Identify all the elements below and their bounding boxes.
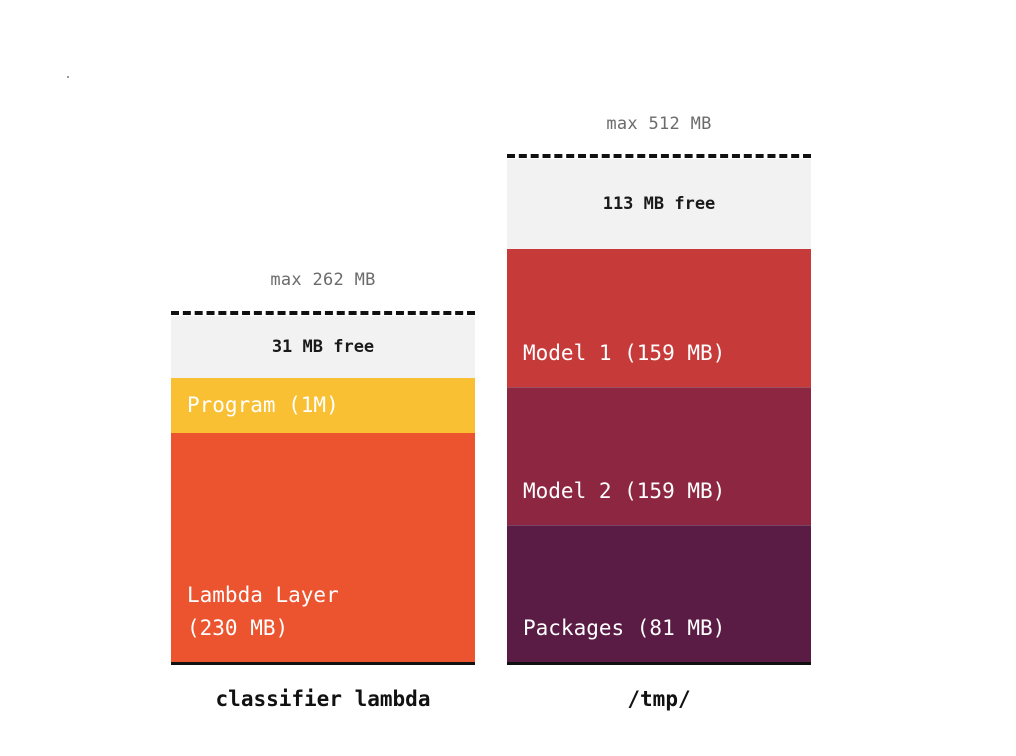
right-free-space-block: 113 MB free xyxy=(507,159,811,249)
left-capacity-line xyxy=(171,311,475,315)
program-segment-label: Program (1M) xyxy=(187,393,339,417)
left-free-space-block: 31 MB free xyxy=(171,316,475,378)
model-1-segment: Model 1 (159 MB) xyxy=(507,249,811,387)
lambda-layer-segment-label: Lambda Layer (230 MB) xyxy=(187,583,339,640)
right-caption: /tmp/ xyxy=(627,687,691,711)
right-max-label: max 512 MB xyxy=(606,114,712,134)
packages-segment-label: Packages (81 MB) xyxy=(523,616,726,640)
model-2-segment-label: Model 2 (159 MB) xyxy=(523,479,726,503)
classifier-lambda-column: max 262 MB 31 MB free Program (1M) Lambd… xyxy=(171,0,475,756)
program-segment: Program (1M) xyxy=(171,378,475,433)
left-caption: classifier lambda xyxy=(215,687,431,711)
tmp-column: max 512 MB 113 MB free Model 1 (159 MB) … xyxy=(507,0,811,756)
left-max-label: max 262 MB xyxy=(270,270,376,290)
lambda-layer-segment: Lambda Layer (230 MB) xyxy=(171,433,475,662)
right-free-label: 113 MB free xyxy=(602,194,716,214)
left-free-label: 31 MB free xyxy=(271,337,375,357)
stray-dot xyxy=(67,76,69,78)
right-baseline xyxy=(507,662,811,665)
right-capacity-line xyxy=(507,154,811,158)
model-2-segment: Model 2 (159 MB) xyxy=(507,387,811,525)
left-baseline xyxy=(171,662,475,665)
packages-segment: Packages (81 MB) xyxy=(507,525,811,662)
model-1-segment-label: Model 1 (159 MB) xyxy=(523,341,726,365)
